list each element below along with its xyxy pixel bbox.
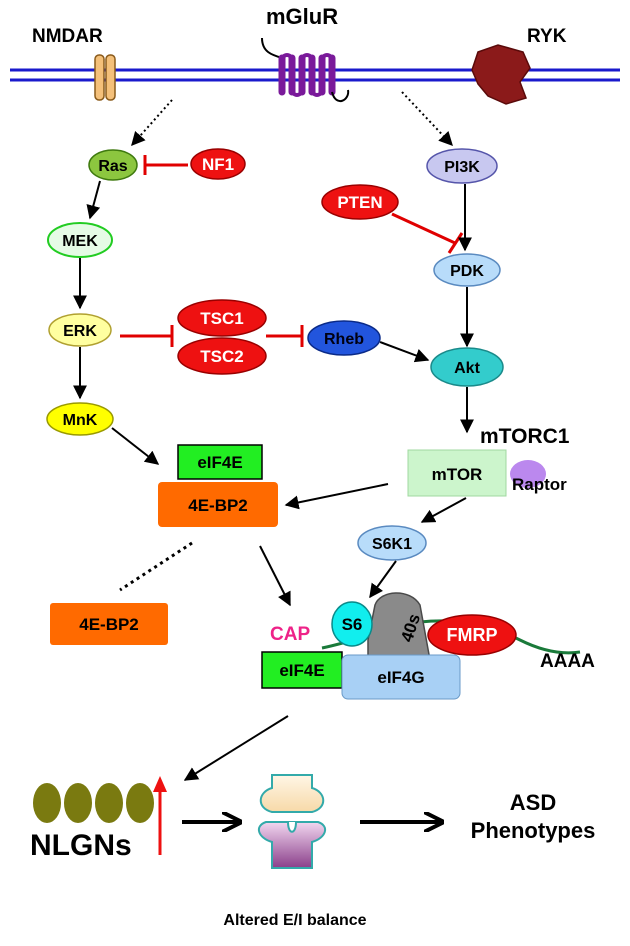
mtor-to-s6k1-arrow	[420, 497, 467, 523]
pten-label: PTEN	[337, 193, 382, 212]
pten-inhibit-bar	[447, 232, 464, 254]
mek-node: MEK	[47, 222, 113, 258]
eif4e-top-label: eIF4E	[197, 453, 242, 472]
akt-node: Akt	[430, 347, 504, 387]
erk-label: ERK	[63, 323, 97, 340]
s6-node: S6	[331, 601, 373, 647]
ei-balance-label: Altered E/I balance	[223, 912, 366, 929]
mnk-node: MnK	[46, 402, 114, 436]
4ebp2-to-cap-arrow	[259, 545, 291, 607]
s6k1-to-s6-arrow	[369, 560, 397, 599]
nmdar-label: NMDAR	[32, 26, 103, 47]
tsc2-node: TSC2	[177, 337, 267, 375]
raptor-label: Raptor	[512, 475, 567, 494]
eif4e-bottom-label: eIF4E	[279, 661, 324, 680]
pdk-node: PDK	[433, 253, 501, 287]
eif4g-node: eIF4G	[341, 654, 461, 700]
phenotypes-label: Phenotypes	[471, 818, 596, 843]
polya-label: AAAA	[540, 651, 595, 672]
nmdar-to-ras-arrow	[131, 99, 173, 147]
nlgn-proteins	[33, 783, 154, 823]
40s-subunit: 40s	[367, 592, 431, 670]
mglur-receptor	[261, 37, 350, 103]
rheb-to-akt-arrow	[379, 341, 430, 363]
s6-label: S6	[342, 615, 363, 634]
tsc1-node: TSC1	[177, 299, 267, 337]
mglur-to-pi3k-arrow	[401, 91, 453, 147]
s6k1-node: S6K1	[357, 525, 427, 561]
mtor-node: mTOR	[407, 449, 507, 497]
nf1-label: NF1	[202, 155, 234, 174]
erk-node: ERK	[48, 313, 112, 347]
mtorc1-label: mTORC1	[480, 425, 570, 448]
rheb-label: Rheb	[324, 331, 364, 348]
eif4g-label: eIF4G	[377, 668, 424, 687]
4ebp2-bound-node: 4E-BP2	[158, 482, 278, 527]
mek-label: MEK	[62, 233, 98, 250]
ras-label: Ras	[98, 158, 127, 175]
synapse-icon	[257, 774, 327, 869]
pi3k-node: PI3K	[426, 148, 498, 184]
rheb-node: Rheb	[307, 320, 381, 356]
4ebp2-free-label: 4E-BP2	[79, 615, 139, 634]
s6k1-label: S6K1	[372, 536, 412, 553]
ryk-receptor	[471, 44, 531, 105]
mtor-to-4ebp2-arrow	[284, 483, 389, 510]
eif4e-top-node: eIF4E	[177, 444, 263, 480]
4ebp2-free-node: 4E-BP2	[50, 603, 168, 645]
tsc1-label: TSC1	[200, 309, 243, 328]
mnk-to-eif4e-arrow	[111, 427, 160, 465]
ras-node: Ras	[88, 149, 138, 181]
pten-node: PTEN	[321, 184, 399, 220]
nmdar-channel	[94, 54, 116, 101]
fmrp-label: FMRP	[447, 625, 498, 645]
pten-inhibits-pdk	[391, 212, 456, 245]
tsc2-label: TSC2	[200, 347, 243, 366]
akt-label: Akt	[454, 360, 480, 377]
nlgns-label: NLGNs	[30, 829, 132, 862]
nlgn-increase-arrow	[153, 776, 167, 855]
asd-label: ASD	[510, 790, 556, 815]
raptor-node: Raptor	[510, 460, 567, 494]
eif4e-bottom-node: eIF4E	[261, 651, 343, 689]
4ebp2-release-dotted	[119, 541, 193, 592]
fmrp-node: FMRP	[427, 614, 517, 656]
ryk-label: RYK	[527, 26, 567, 47]
cap-label: CAP	[270, 624, 310, 645]
pi3k-label: PI3K	[444, 159, 480, 176]
mnk-label: MnK	[63, 412, 98, 429]
ras-to-mek-arrow	[86, 180, 101, 220]
translation-to-nlgn-arrow	[183, 715, 289, 781]
mglur-label: mGluR	[266, 4, 338, 29]
pdk-label: PDK	[450, 263, 484, 280]
4ebp2-bound-label: 4E-BP2	[188, 496, 248, 515]
nf1-node: NF1	[190, 148, 246, 180]
mtor-label: mTOR	[432, 465, 483, 484]
